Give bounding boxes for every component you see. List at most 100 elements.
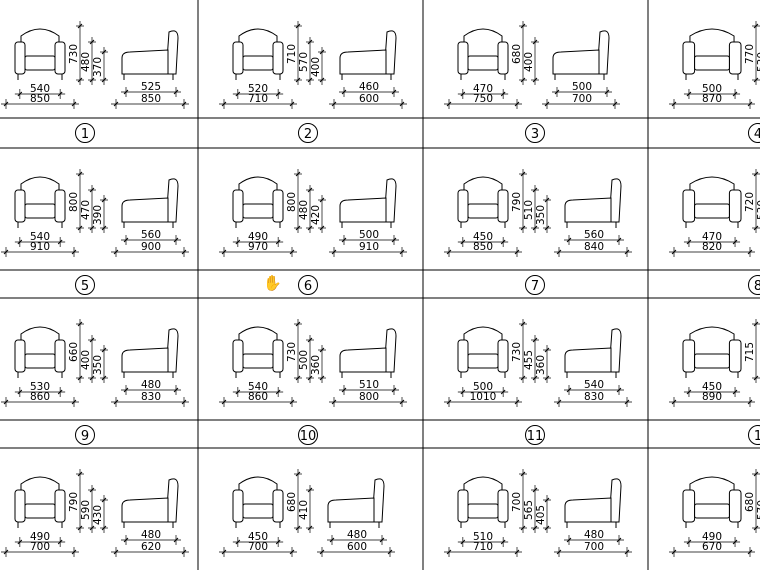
front-overall-width: 1010: [470, 391, 497, 403]
height-dimension: 730: [68, 44, 80, 64]
front-seat-width: 540: [30, 83, 50, 95]
height-dimension: 770: [744, 44, 756, 64]
front-seat-width: 490: [30, 531, 50, 543]
front-overall-width: 890: [702, 391, 722, 403]
height-dimension: 680: [286, 492, 298, 512]
item-number: 7: [531, 279, 539, 294]
height-dimension: 350: [92, 355, 104, 375]
hand-pointer-icon: ✋: [263, 274, 282, 292]
side-overall-depth: 620: [141, 541, 161, 553]
height-dimension: 400: [80, 350, 92, 370]
height-dimension: 680: [744, 492, 756, 512]
front-overall-width: 710: [248, 93, 268, 105]
side-depth: 480: [584, 529, 604, 541]
side-overall-depth: 850: [141, 93, 161, 105]
height-dimension: 350: [535, 205, 547, 225]
item-number: 6: [304, 279, 312, 294]
height-dimension: 470: [80, 200, 92, 220]
height-dimension: 410: [298, 500, 310, 520]
side-overall-depth: 700: [584, 541, 604, 553]
height-dimension: 570: [756, 500, 760, 520]
item-number: 4: [754, 127, 760, 142]
height-dimension: 370: [92, 57, 104, 77]
item-number-badge: [298, 425, 318, 445]
side-depth: 510: [359, 379, 379, 391]
side-overall-depth: 910: [359, 241, 379, 253]
height-dimension: 510: [523, 200, 535, 220]
side-depth: 560: [141, 229, 161, 241]
height-dimension: 720: [744, 192, 756, 212]
front-overall-width: 860: [248, 391, 268, 403]
front-seat-width: 490: [702, 531, 722, 543]
item-number-badge: [75, 275, 95, 295]
height-dimension: 590: [80, 500, 92, 520]
item-number-badge: [298, 123, 318, 143]
side-overall-depth: 800: [359, 391, 379, 403]
height-dimension: 570: [298, 52, 310, 72]
height-dimension: 790: [511, 192, 523, 212]
height-dimension: 360: [310, 355, 322, 375]
front-overall-width: 870: [702, 93, 722, 105]
height-dimension: 790: [68, 492, 80, 512]
item-number-badge: [748, 425, 760, 445]
side-overall-depth: 830: [584, 391, 604, 403]
side-overall-depth: 900: [141, 241, 161, 253]
height-dimension: 730: [511, 342, 523, 362]
item-number-badge: [748, 275, 760, 295]
side-depth: 540: [584, 379, 604, 391]
height-dimension: 700: [511, 492, 523, 512]
item-number-badge: [525, 275, 545, 295]
front-overall-width: 910: [30, 241, 50, 253]
side-overall-depth: 600: [347, 541, 367, 553]
height-dimension: 530: [756, 52, 760, 72]
item-number: 11: [527, 429, 544, 444]
item-number-badge: [298, 275, 318, 295]
item-number-badge: [748, 123, 760, 143]
front-seat-width: 540: [30, 231, 50, 243]
front-overall-width: 820: [702, 241, 722, 253]
height-dimension: 390: [92, 205, 104, 225]
height-dimension: 530: [756, 200, 760, 220]
height-dimension: 455: [523, 350, 535, 370]
item-number-badge: [75, 425, 95, 445]
front-seat-width: 540: [248, 381, 268, 393]
front-overall-width: 710: [473, 541, 493, 553]
side-depth: 525: [141, 81, 161, 93]
furniture-cell-8: 470820720530400: [669, 169, 760, 257]
front-overall-width: 850: [30, 93, 50, 105]
height-dimension: 680: [511, 44, 523, 64]
front-seat-width: 520: [248, 83, 268, 95]
front-overall-width: 860: [30, 391, 50, 403]
front-seat-width: 450: [702, 381, 722, 393]
height-dimension: 400: [310, 57, 322, 77]
height-dimension: 480: [80, 52, 92, 72]
front-seat-width: 510: [473, 531, 493, 543]
side-overall-depth: 700: [572, 93, 592, 105]
height-dimension: 500: [298, 350, 310, 370]
height-dimension: 660: [68, 342, 80, 362]
side-depth: 560: [584, 229, 604, 241]
item-number: 2: [304, 127, 312, 142]
front-overall-width: 670: [702, 541, 722, 553]
front-overall-width: 970: [248, 241, 268, 253]
side-depth: 480: [347, 529, 367, 541]
side-depth: 480: [141, 379, 161, 391]
item-number: 3: [531, 127, 539, 142]
item-number: 10: [300, 429, 317, 444]
height-dimension: 730: [286, 342, 298, 362]
height-dimension: 405: [535, 505, 547, 525]
